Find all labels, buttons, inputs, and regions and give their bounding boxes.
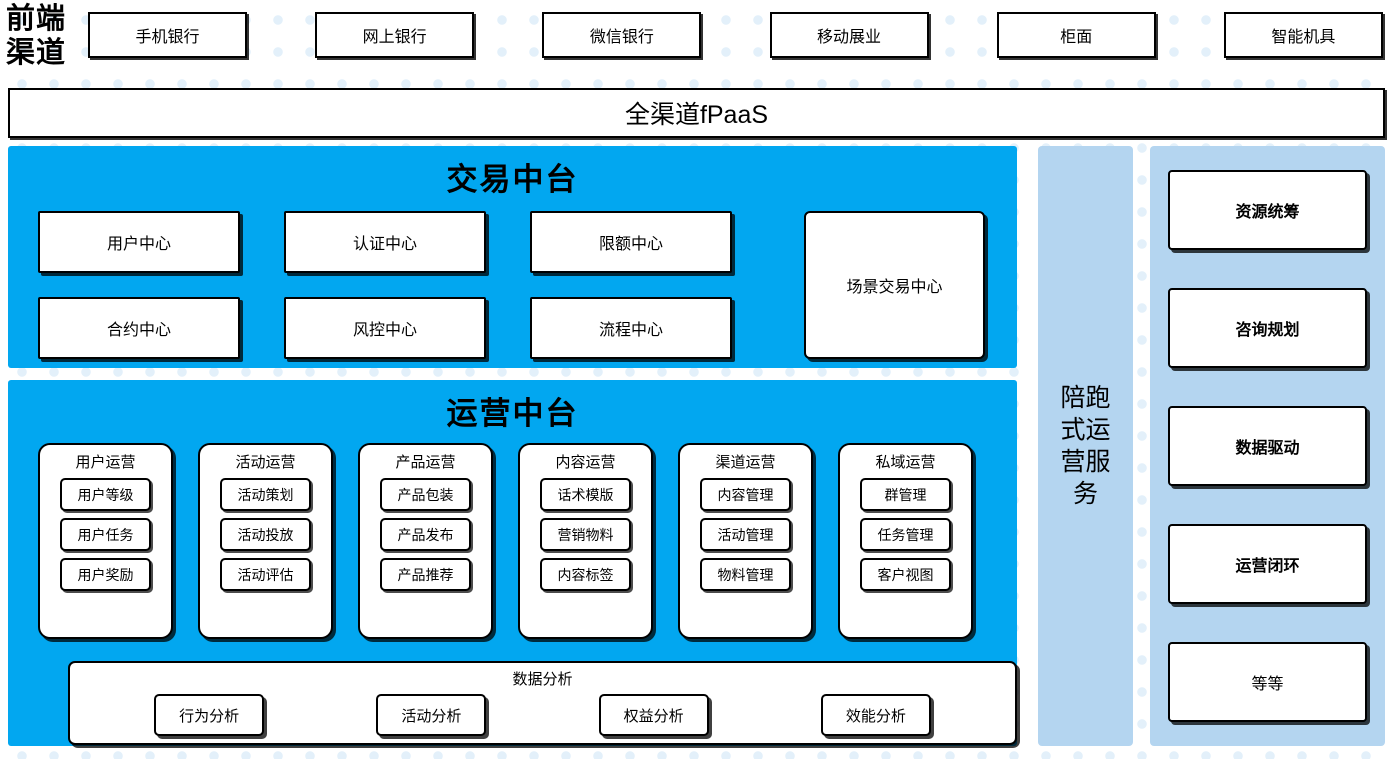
- channel-box-online-bank[interactable]: 网上银行: [315, 12, 475, 58]
- capability-card-resource-coordination[interactable]: 资源统筹: [1168, 170, 1367, 250]
- ops-column-title: 活动运营: [235, 454, 296, 471]
- data-analysis-item-list: 行为分析 活动分析 权益分析 效能分析: [70, 689, 1015, 736]
- trade-column-1: 用户中心 合约中心: [38, 211, 240, 359]
- capability-card-etc[interactable]: 等等: [1168, 642, 1367, 722]
- ops-item-user-level[interactable]: 用户等级: [60, 478, 151, 511]
- ops-column-title: 产品运营: [395, 454, 456, 471]
- trade-cell-auth-center[interactable]: 认证中心: [284, 211, 486, 273]
- capability-card-consulting-planning[interactable]: 咨询规划: [1168, 288, 1367, 368]
- trade-platform-title: 交易中台: [446, 162, 579, 197]
- ops-column-title: 渠道运营: [715, 454, 776, 471]
- data-analysis-strip: 数据分析 行为分析 活动分析 权益分析 效能分析: [68, 661, 1017, 745]
- ops-item-product-recommend[interactable]: 产品推荐: [380, 558, 471, 591]
- capability-card-data-driven[interactable]: 数据驱动: [1168, 406, 1367, 486]
- trade-cell-contract-center[interactable]: 合约中心: [38, 297, 240, 359]
- channel-box-counter[interactable]: 柜面: [996, 12, 1156, 58]
- ops-item-list: 话术模版 营销物料 内容标签: [520, 478, 651, 591]
- ops-column-product[interactable]: 产品运营 产品包装 产品发布 产品推荐: [358, 443, 493, 639]
- ops-item-user-task[interactable]: 用户任务: [60, 518, 151, 551]
- ops-column-user[interactable]: 用户运营 用户等级 用户任务 用户奖励: [38, 443, 173, 639]
- ops-item-list: 内容管理 活动管理 物料管理: [680, 478, 811, 591]
- ops-item-customer-view[interactable]: 客户视图: [860, 558, 951, 591]
- ops-item-list: 产品包装 产品发布 产品推荐: [360, 478, 491, 591]
- ops-column-channel[interactable]: 渠道运营 内容管理 活动管理 物料管理: [678, 443, 813, 639]
- trade-cell-user-center[interactable]: 用户中心: [38, 211, 240, 273]
- capability-card-operation-closed-loop[interactable]: 运营闭环: [1168, 524, 1367, 604]
- channel-box-mobile-business[interactable]: 移动展业: [769, 12, 929, 58]
- trade-platform-body: 用户中心 合约中心 认证中心 风控中心 限额中心 流程中心 场景交易中心: [38, 211, 987, 359]
- ops-column-title: 私域运营: [875, 454, 936, 471]
- trade-cell-limit-center[interactable]: 限额中心: [530, 211, 732, 273]
- channel-box-wechat-bank[interactable]: 微信银行: [542, 12, 702, 58]
- main-architecture-area: 交易中台 用户中心 合约中心 认证中心 风控中心 限额中心 流程中心 场景交易中…: [8, 146, 1385, 746]
- data-analysis-title: 数据分析: [512, 671, 573, 688]
- trade-platform-panel: 交易中台 用户中心 合约中心 认证中心 风控中心 限额中心 流程中心 场景交易中…: [8, 146, 1017, 368]
- ops-column-title: 用户运营: [75, 454, 136, 471]
- platform-stack: 交易中台 用户中心 合约中心 认证中心 风控中心 限额中心 流程中心 场景交易中…: [8, 146, 1017, 746]
- ops-column-content[interactable]: 内容运营 话术模版 营销物料 内容标签: [518, 443, 653, 639]
- capability-panel: 资源统筹 咨询规划 数据驱动 运营闭环 等等: [1150, 146, 1385, 746]
- ops-item-list: 用户等级 用户任务 用户奖励: [40, 478, 171, 591]
- data-item-equity-analysis[interactable]: 权益分析: [598, 694, 709, 736]
- accompany-service-column: 陪跑式运营服务: [1038, 146, 1133, 746]
- ops-item-activity-delivery[interactable]: 活动投放: [220, 518, 311, 551]
- ops-platform-body: 用户运营 用户等级 用户任务 用户奖励 活动运营 活动策划 活动投放 活动评估: [38, 443, 1017, 745]
- ops-item-task-management[interactable]: 任务管理: [860, 518, 951, 551]
- ops-item-content-management[interactable]: 内容管理: [700, 478, 791, 511]
- ops-platform-title: 运营中台: [446, 396, 579, 431]
- ops-item-activity-evaluation[interactable]: 活动评估: [220, 558, 311, 591]
- ops-column-title: 内容运营: [555, 454, 616, 471]
- ops-platform-panel: 运营中台 用户运营 用户等级 用户任务 用户奖励 活动运营 活动策划 活动投放: [8, 380, 1017, 746]
- front-channel-row: 前端渠道 手机银行 网上银行 微信银行 移动展业 柜面 智能机具: [0, 0, 1393, 75]
- trade-column-3: 限额中心 流程中心: [530, 211, 732, 359]
- ops-item-content-tag[interactable]: 内容标签: [540, 558, 631, 591]
- ops-item-list: 活动策划 活动投放 活动评估: [200, 478, 331, 591]
- ops-item-material-management[interactable]: 物料管理: [700, 558, 791, 591]
- ops-item-script-template[interactable]: 话术模版: [540, 478, 631, 511]
- ops-item-user-reward[interactable]: 用户奖励: [60, 558, 151, 591]
- channel-box-mobile-bank[interactable]: 手机银行: [88, 12, 247, 58]
- ops-item-product-packaging[interactable]: 产品包装: [380, 478, 471, 511]
- trade-column-2: 认证中心 风控中心: [284, 211, 486, 359]
- front-channel-list: 手机银行 网上银行 微信银行 移动展业 柜面 智能机具: [88, 0, 1393, 58]
- accompany-service-label: 陪跑式运营服务: [1060, 384, 1111, 508]
- ops-item-list: 群管理 任务管理 客户视图: [840, 478, 971, 591]
- front-channel-label: 前端渠道: [6, 3, 67, 69]
- data-item-behavior-analysis[interactable]: 行为分析: [154, 694, 265, 736]
- omnichannel-fpaas-bar[interactable]: 全渠道fPaaS: [8, 88, 1385, 138]
- data-item-efficiency-analysis[interactable]: 效能分析: [820, 694, 931, 736]
- trade-cell-process-center[interactable]: 流程中心: [530, 297, 732, 359]
- trade-cell-risk-center[interactable]: 风控中心: [284, 297, 486, 359]
- ops-item-marketing-material[interactable]: 营销物料: [540, 518, 631, 551]
- trade-cell-scene-transaction-center[interactable]: 场景交易中心: [804, 211, 985, 359]
- data-item-activity-analysis[interactable]: 活动分析: [376, 694, 487, 736]
- ops-item-activity-planning[interactable]: 活动策划: [220, 478, 311, 511]
- ops-column-private-domain[interactable]: 私域运营 群管理 任务管理 客户视图: [838, 443, 973, 639]
- ops-item-group-management[interactable]: 群管理: [860, 478, 951, 511]
- ops-item-product-release[interactable]: 产品发布: [380, 518, 471, 551]
- channel-box-smart-machine[interactable]: 智能机具: [1223, 12, 1383, 58]
- ops-item-activity-management[interactable]: 活动管理: [700, 518, 791, 551]
- ops-column-activity[interactable]: 活动运营 活动策划 活动投放 活动评估: [198, 443, 333, 639]
